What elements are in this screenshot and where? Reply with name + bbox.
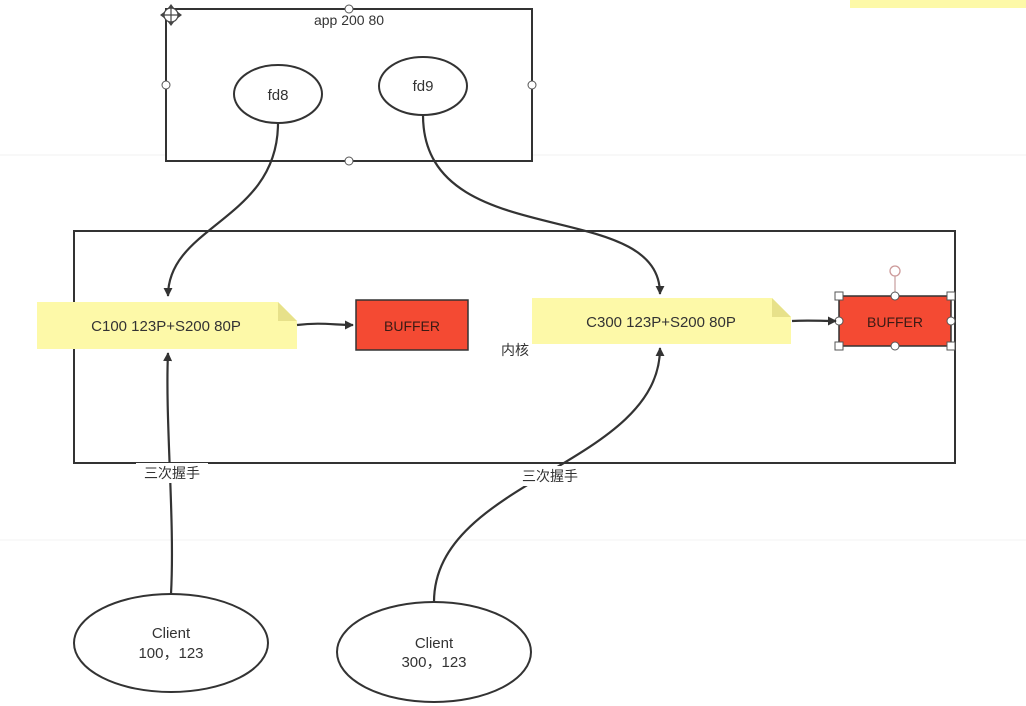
connection-note-1[interactable]: C100 123P+S200 80P [37, 302, 297, 349]
resize-handle[interactable] [834, 316, 844, 326]
edge-fd9-to-note-2[interactable] [421, 114, 665, 295]
connection-handle[interactable] [527, 80, 537, 90]
fd8-node[interactable]: fd8 [233, 64, 323, 124]
move-icon[interactable] [160, 4, 182, 26]
handshake-label-1[interactable]: 三次握手 [136, 463, 208, 483]
connection-handle[interactable] [344, 4, 354, 14]
connection-note-2[interactable]: C300 123P+S200 80P [532, 298, 791, 344]
offscreen-note[interactable] [850, 0, 1026, 8]
client-1-node[interactable]: Client 100，123 [73, 593, 269, 693]
app-box[interactable]: app 200 80 [161, 4, 537, 166]
resize-handle[interactable] [946, 316, 956, 326]
handshake-label-2[interactable]: 三次握手 [514, 466, 586, 486]
resize-handle[interactable] [890, 291, 900, 301]
resize-handle[interactable] [946, 341, 956, 351]
selection-handles[interactable] [834, 265, 956, 351]
rotate-handle[interactable] [889, 265, 901, 277]
client-2-node[interactable]: Client 300，123 [336, 601, 532, 703]
client-2-line1: Client [415, 635, 454, 652]
fd9-label: fd9 [413, 78, 434, 95]
fd9-node[interactable]: fd9 [378, 56, 468, 116]
fd8-label: fd8 [268, 87, 289, 104]
client-1-line1: Client [152, 625, 191, 642]
buffer-2-text: BUFFER [867, 314, 923, 330]
app-title: app 200 80 [314, 12, 384, 28]
connection-handle[interactable] [161, 80, 171, 90]
buffer-1-text: BUFFER [384, 318, 440, 334]
resize-handle[interactable] [890, 341, 900, 351]
edge-note-1-to-buffer-1[interactable] [296, 320, 354, 330]
resize-handle[interactable] [946, 291, 956, 301]
client-1-line2: 100，123 [138, 645, 203, 662]
note-1-text: C100 123P+S200 80P [91, 318, 241, 335]
buffer-2[interactable]: BUFFER [838, 295, 952, 347]
client-2-line2: 300，123 [401, 654, 466, 671]
edge-fd8-to-note-1[interactable] [163, 122, 280, 297]
connection-handle[interactable] [344, 156, 354, 166]
handshake-1-text: 三次握手 [144, 465, 200, 481]
kernel-label: 内核 [501, 342, 529, 358]
buffer-1[interactable]: BUFFER [355, 299, 469, 351]
handshake-2-text: 三次握手 [522, 468, 578, 484]
resize-handle[interactable] [834, 291, 844, 301]
resize-handle[interactable] [834, 341, 844, 351]
note-2-text: C300 123P+S200 80P [586, 314, 736, 331]
